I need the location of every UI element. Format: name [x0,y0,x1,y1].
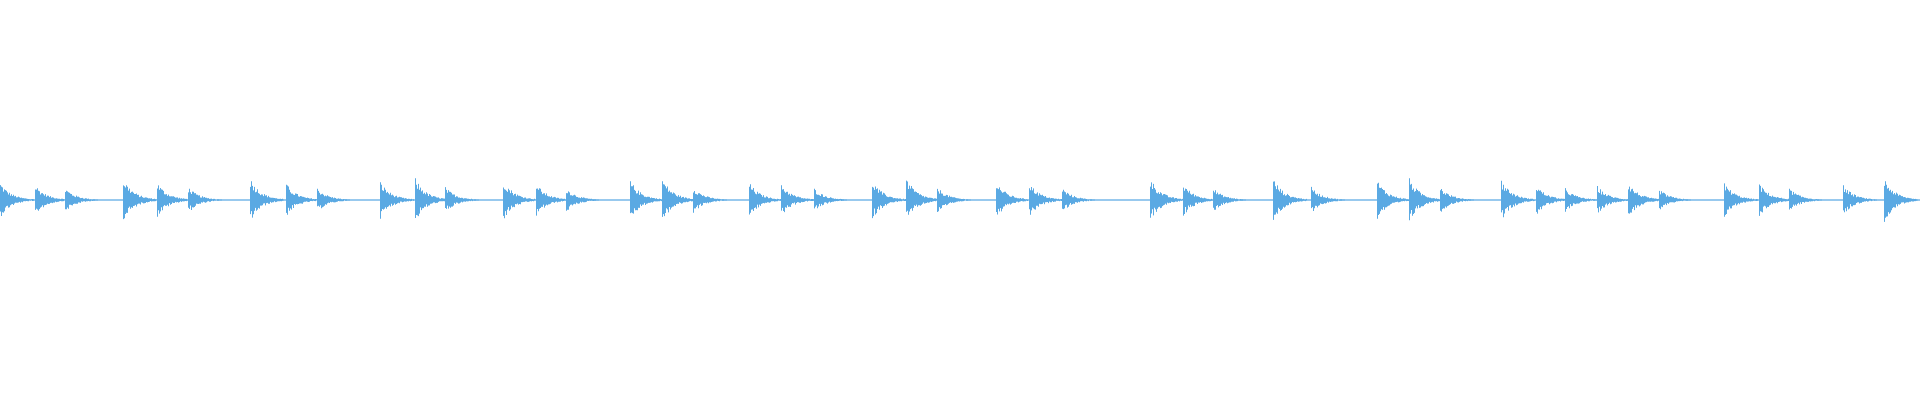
waveform-bars [0,178,1920,222]
waveform-path [0,178,1920,222]
